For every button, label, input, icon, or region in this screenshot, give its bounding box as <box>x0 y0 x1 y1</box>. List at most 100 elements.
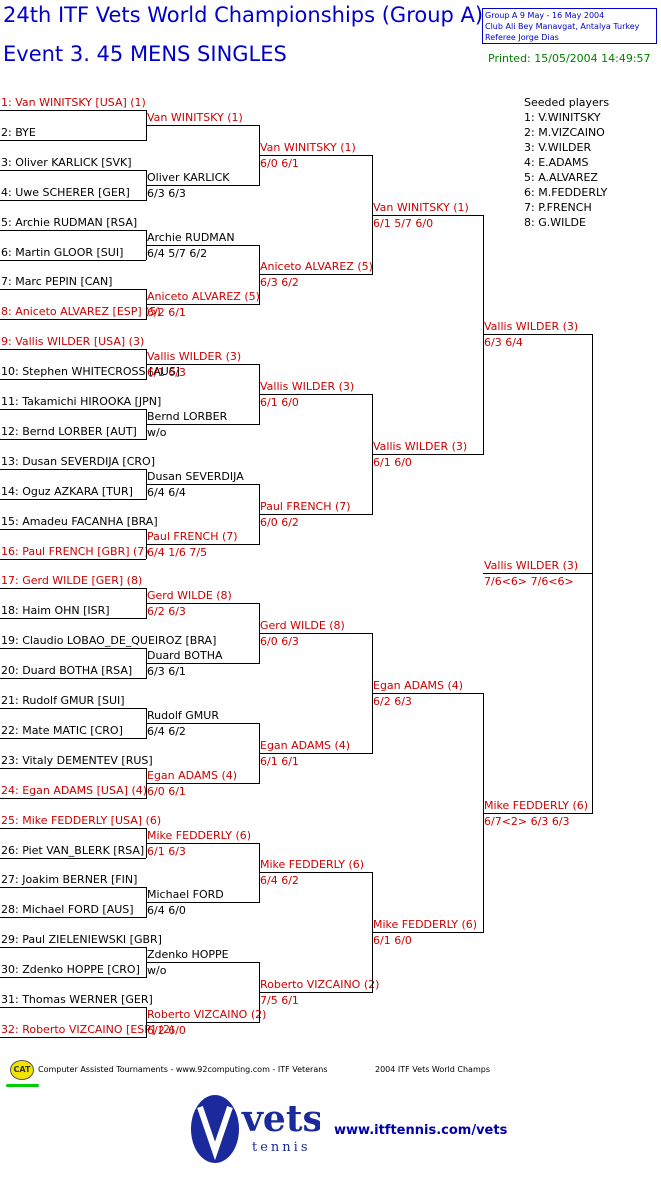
draw-entry: 19: Claudio LOBAO_DE_QUEIROZ [BRA] <box>1 634 217 648</box>
draw-line <box>0 767 146 769</box>
match-score: 6/4 6/4 <box>147 485 186 499</box>
match-score: 6/4 5/7 6/2 <box>147 246 208 260</box>
draw-entry: 16: Paul FRENCH [GBR] (7) <box>1 544 149 558</box>
seed-entry: 4: E.ADAMS <box>524 156 589 169</box>
draw-line <box>0 468 146 470</box>
draw-entry: 26: Piet VAN_BLERK [RSA] <box>1 843 145 857</box>
draw-entry: 22: Mate MATIC [CRO] <box>1 723 123 737</box>
match-winner: Roberto VIZCAINO (2) <box>260 978 380 992</box>
match-winner: Vallis WILDER (3) <box>147 350 242 364</box>
cat-logo-underline <box>6 1084 39 1087</box>
match-score: 6/1 6/3 <box>147 366 186 380</box>
match-winner: Mike FEDDERLY (6) <box>260 858 365 872</box>
bracket-line <box>146 782 259 784</box>
match-winner: Mike FEDDERLY (6) <box>484 798 589 812</box>
website-link[interactable]: www.itftennis.com/vets <box>334 1123 508 1138</box>
match-winner: Egan ADAMS (4) <box>260 738 351 752</box>
match-score: 6/4 6/0 <box>147 904 186 918</box>
seeded-players-title: Seeded players <box>524 96 610 109</box>
match-score: 6/2 6/1 <box>147 306 186 320</box>
match-score: 6/1 6/0 <box>373 455 412 469</box>
info-line-referee: Referee Jorge Dias <box>485 33 559 42</box>
match-winner: Gerd WILDE (8) <box>260 619 345 633</box>
draw-line <box>0 827 146 829</box>
cat-logo-icon: CAT <box>10 1060 34 1080</box>
match-score: 6/2 6/0 <box>147 1023 186 1037</box>
seed-entry: 7: P.FRENCH <box>524 201 592 214</box>
bracket-line <box>259 752 372 754</box>
match-winner: Zdenko HOPPE <box>147 948 229 962</box>
match-winner: Archie RUDMAN <box>147 230 235 244</box>
draw-line <box>0 289 146 291</box>
match-winner: Van WINITSKY (1) <box>373 200 469 214</box>
draw-entry: 11: Takamichi HIROOKA [JPN] <box>1 395 162 408</box>
draw-entry: 18: Haim OHN [ISR] <box>1 604 110 618</box>
bracket-line <box>372 453 483 455</box>
draw-line <box>0 737 146 739</box>
seed-entry: 2: M.VIZCAINO <box>524 126 605 139</box>
match-winner: Aniceto ALVAREZ (5) <box>260 260 373 274</box>
match-score: 6/0 6/1 <box>260 156 299 170</box>
match-winner: Mike FEDDERLY (6) <box>373 918 478 932</box>
match-score: 6/3 6/2 <box>260 276 299 290</box>
draw-entry: 24: Egan ADAMS [USA] (4) <box>1 783 148 797</box>
match-score: 6/3 6/3 <box>147 186 186 200</box>
match-winner: Vallis WILDER (3) <box>373 439 468 453</box>
match-score: w/o <box>147 425 167 439</box>
draw-line <box>0 887 146 889</box>
match-winner: Vallis WILDER (3) <box>484 320 579 334</box>
draw-line <box>0 438 146 440</box>
final-line <box>483 573 592 575</box>
match-winner: Roberto VIZCAINO (2) <box>147 1007 267 1021</box>
bracket-line <box>146 124 259 126</box>
match-winner: Van WINITSKY (1) <box>147 110 243 124</box>
logo-word: vets <box>241 1098 320 1140</box>
draw-line <box>0 110 146 111</box>
bracket-line <box>259 992 372 994</box>
draw-entry: 28: Michael FORD [AUS] <box>1 903 134 917</box>
match-winner: Michael FORD <box>147 888 224 902</box>
draw-line <box>0 528 146 530</box>
bracket-line <box>146 543 259 545</box>
draw-entry: 8: Aniceto ALVAREZ [ESP] (5) <box>1 305 161 319</box>
match-score: 6/2 6/3 <box>147 605 186 619</box>
match-winner: Vallis WILDER (3) <box>260 380 355 394</box>
bracket-line <box>259 633 372 635</box>
match-winner: Aniceto ALVAREZ (5) <box>147 290 260 304</box>
draw-entry: 27: Joakim BERNER [FIN] <box>1 873 138 887</box>
draw-entry: 23: Vitaly DEMENTEV [RUS] <box>1 753 153 767</box>
draw-line <box>0 648 146 650</box>
match-score: w/o <box>147 964 167 978</box>
match-score: 6/0 6/3 <box>260 635 299 649</box>
match-score: 6/3 6/1 <box>147 665 186 679</box>
draw-entry: 1: Van WINITSKY [USA] (1) <box>1 96 146 109</box>
draw-entry: 9: Vallis WILDER [USA] (3) <box>1 335 145 349</box>
draw-entry: 12: Bernd LORBER [AUT] <box>1 424 137 438</box>
match-winner: Bernd LORBER <box>147 409 228 423</box>
seeded-players-list: Seeded players 1: V.WINITSKY 2: M.VIZCAI… <box>524 95 609 230</box>
match-winner: Paul FRENCH (7) <box>260 499 351 513</box>
match-score: 6/4 1/6 7/5 <box>147 545 208 559</box>
bracket-line <box>146 603 259 605</box>
draw-entry: 32: Roberto VIZCAINO [ESP] (2) <box>1 1022 175 1036</box>
match-winner: Paul FRENCH (7) <box>147 529 238 543</box>
draw-entry: 6: Martin GLOOR [SUI] <box>1 245 124 259</box>
draw-entry: 21: Rudolf GMUR [SUI] <box>1 694 125 707</box>
draw-line <box>0 857 146 859</box>
match-winner: Van WINITSKY (1) <box>260 140 356 154</box>
draw-entry: 2: BYE <box>1 125 36 139</box>
match-score: 6/0 6/2 <box>260 515 299 529</box>
bracket-line <box>146 1021 259 1023</box>
final-score: 7/6<6> 7/6<6> <box>484 575 574 589</box>
draw-entry: 15: Amadeu FACANHA [BRA] <box>1 514 158 528</box>
draw-line <box>0 319 146 321</box>
match-winner: Egan ADAMS (4) <box>147 768 238 782</box>
logo-subword: tennis <box>252 1140 311 1155</box>
bracket-line <box>146 842 259 844</box>
bracket-line <box>259 394 372 396</box>
bracket-line <box>483 334 592 336</box>
draw-entry: 3: Oliver KARLICK [SVK] <box>1 155 132 169</box>
draw-line <box>0 1036 146 1038</box>
draw-entry: 25: Mike FEDDERLY [USA] (6) <box>1 813 162 827</box>
match-winner: Mike FEDDERLY (6) <box>147 828 252 842</box>
